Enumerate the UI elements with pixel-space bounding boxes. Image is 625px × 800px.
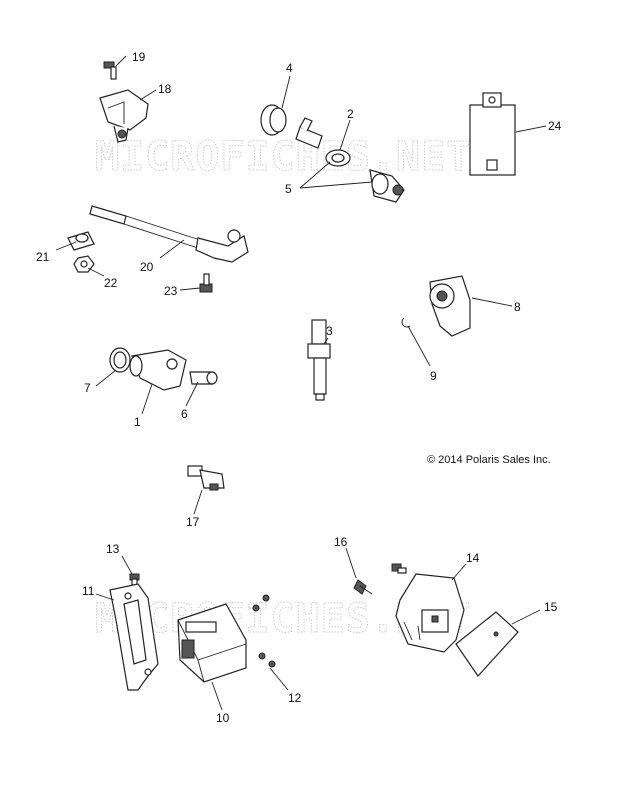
copyright-text: © 2014 Polaris Sales Inc. xyxy=(427,454,551,466)
callout-13: 13 xyxy=(106,542,120,556)
part-2-seal xyxy=(325,149,351,167)
callout-23: 23 xyxy=(164,284,178,298)
callout-21: 21 xyxy=(36,250,50,264)
watermark-top: MICROFICHES.NET xyxy=(95,134,471,180)
part-9-snap-ring xyxy=(401,317,411,328)
part-21-clip xyxy=(67,231,95,251)
part-23-bolt xyxy=(199,273,213,293)
callout-5: 5 xyxy=(285,182,292,196)
callout-1: 1 xyxy=(134,415,141,429)
callout-8: 8 xyxy=(514,300,521,314)
callout-12: 12 xyxy=(288,691,302,705)
callout-19: 19 xyxy=(132,50,146,64)
callout-18: 18 xyxy=(158,82,172,96)
part-14-module xyxy=(395,573,465,653)
callout-20: 20 xyxy=(140,260,154,274)
part-4-cap xyxy=(260,104,287,136)
callout-22: 22 xyxy=(104,276,118,290)
part-6-bushing xyxy=(189,371,218,385)
callout-24: 24 xyxy=(548,119,562,133)
callout-15: 15 xyxy=(544,600,558,614)
callout-3: 3 xyxy=(326,324,333,338)
part-24-relay xyxy=(469,92,516,176)
callout-2: 2 xyxy=(347,107,354,121)
part-3-sensor xyxy=(307,319,331,401)
part-8-knock-sensor xyxy=(429,275,471,337)
callout-6: 6 xyxy=(181,407,188,421)
part-15-plate xyxy=(455,611,519,677)
part-7-o-ring xyxy=(109,347,131,373)
part-1-cam-sensor xyxy=(129,349,187,391)
part-19-bolt xyxy=(103,61,117,80)
leader-lines xyxy=(55,55,547,711)
callout-14: 14 xyxy=(466,551,480,565)
callout-7: 7 xyxy=(84,381,91,395)
part-13-bolt xyxy=(129,573,140,586)
callout-16: 16 xyxy=(334,535,348,549)
part-20-sensor-harness xyxy=(89,205,249,263)
callout-9: 9 xyxy=(430,369,437,383)
callout-10: 10 xyxy=(216,711,230,725)
part-17-sensor xyxy=(187,465,225,491)
part-11-bracket xyxy=(109,583,159,691)
part-10-ecu xyxy=(177,603,247,683)
part-16-bolts xyxy=(353,563,407,595)
callout-17: 17 xyxy=(186,515,200,529)
callout-11: 11 xyxy=(82,584,95,598)
part-12-screws xyxy=(252,594,276,668)
part-5-assembly xyxy=(295,117,405,203)
part-18-sensor xyxy=(99,89,149,143)
callout-4: 4 xyxy=(286,61,293,75)
